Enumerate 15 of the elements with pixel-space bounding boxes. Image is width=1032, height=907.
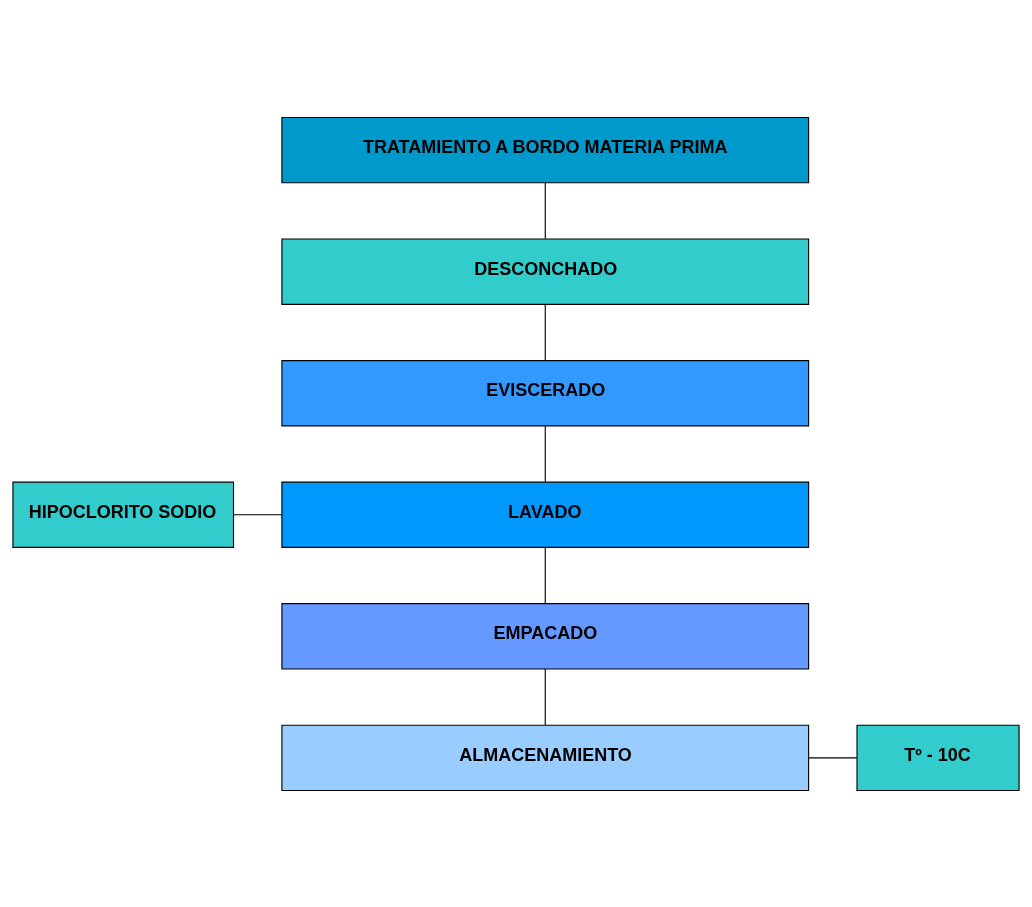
connector — [544, 424, 546, 482]
node-box: ALMACENAMIENTO — [281, 724, 810, 791]
node-box: DESCONCHADO — [281, 238, 810, 305]
connector — [544, 181, 546, 239]
connector — [544, 303, 546, 361]
node-box: LAVADO — [281, 481, 810, 548]
connector — [544, 668, 546, 725]
connector — [808, 756, 858, 758]
node-box: EMPACADO — [281, 602, 810, 669]
node-box: TRATAMIENTO A BORDO MATERIA PRIMA — [281, 116, 810, 183]
connector — [233, 513, 283, 515]
node-box: HIPOCLORITO SODIO — [12, 481, 235, 548]
node-box: EVISCERADO — [281, 359, 810, 426]
connector — [544, 546, 546, 604]
node-box: Tº - 10C — [856, 724, 1020, 791]
